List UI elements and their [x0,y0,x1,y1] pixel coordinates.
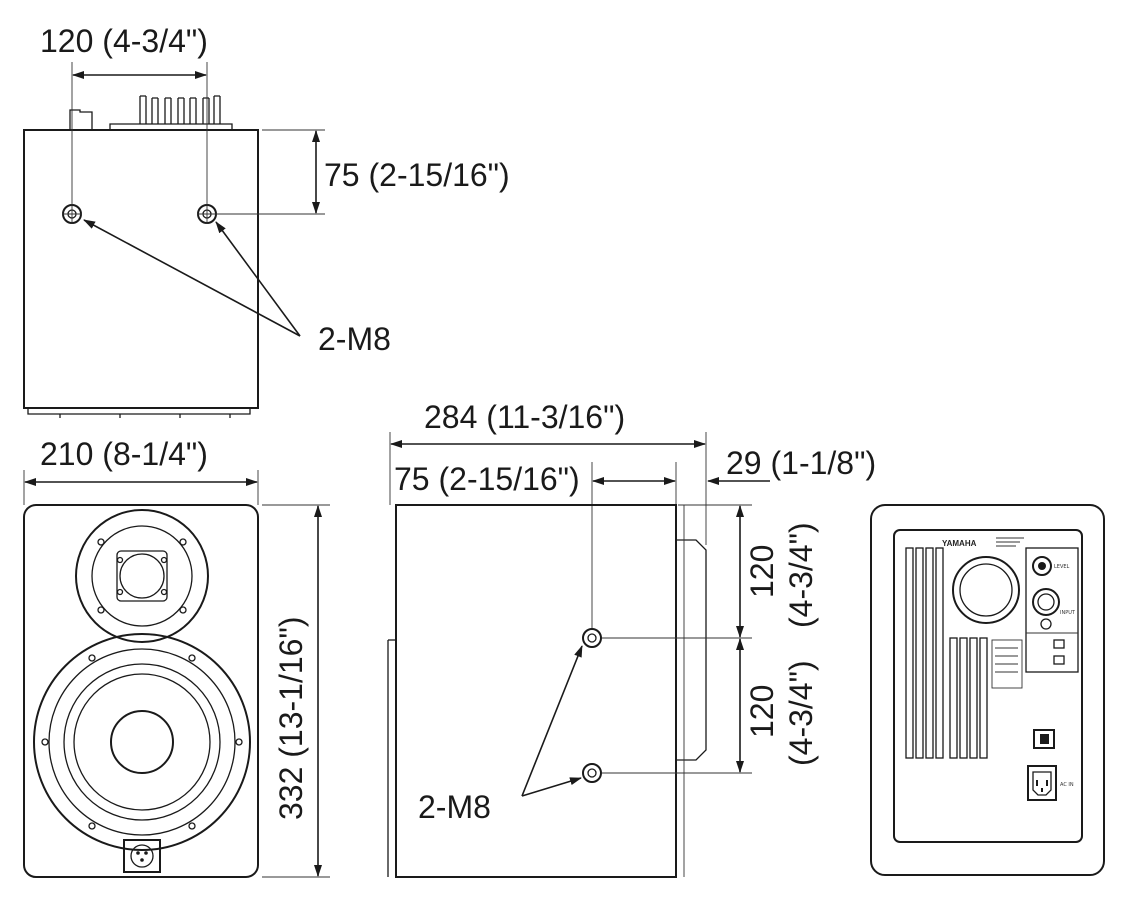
power-switch-icon [1033,729,1055,749]
leader-line [83,219,301,337]
rear-info-block [991,639,1023,689]
rear-brand: YAMAHA [942,539,977,548]
top-width-label: 120 (4-3/4") [40,23,208,59]
side-view: 284 (11-3/16") 75 (2-15/16") 29 (1-1/8")… [387,399,876,878]
top-view-rear-fins [69,95,233,130]
side-screw-label: 2-M8 [418,789,491,825]
screw-hole-icon [582,628,602,648]
top-view-feet [27,408,251,418]
xlr-connector-icon [1032,588,1060,616]
heatsink-fins [905,547,988,759]
rear-view: YAMAHA LEVEL INPUT [870,504,1105,876]
rear-switch [1053,655,1065,665]
tweeter [75,509,209,643]
front-view: 210 (8-1/4") [23,436,330,878]
rear-control-panel [1025,547,1079,673]
top-depth-label: 75 (2-15/16") [324,157,510,193]
side-depth-label: 284 (11-3/16") [424,399,625,435]
front-width-label: 210 (8-1/4") [40,436,208,472]
lower-spacing-mm: 120 [744,685,780,738]
top-screw-label: 2-M8 [318,321,391,357]
upper-spacing-in: (4-3/4") [783,522,819,628]
leader-line [521,777,582,797]
front-view-body [23,504,259,878]
screw-hole-icon [582,763,602,783]
side-view-body [395,504,677,878]
screw-hole-icon [62,204,82,224]
side-rear-panel [676,539,707,761]
lower-spacing-in: (4-3/4") [783,660,819,766]
woofer [33,633,251,851]
rear-panel-plate [893,529,1083,843]
rear-switch [1053,639,1065,649]
top-view: 120 (4-3/4") 75 (2-15/16") 2-M8 [23,23,510,418]
side-offset-label: 75 (2-15/16") [394,461,580,497]
leader-line [215,221,301,337]
ac-inlet-icon [1027,765,1057,801]
top-view-body [23,129,259,409]
screw-hole-icon [197,204,217,224]
rear-view-body [870,504,1105,876]
front-height-label: 332 (13-1/16") [273,617,309,820]
side-rear-label: 29 (1-1/8") [726,445,876,481]
volume-knob-icon [1032,556,1052,576]
rear-level-label: LEVEL [1054,564,1070,570]
xlr-connector-icon [123,839,161,873]
trs-jack [1040,618,1052,630]
leader-line [521,645,583,797]
bass-port [952,556,1020,624]
rear-input-label: INPUT [1060,610,1076,616]
rear-ac-label: AC IN [1060,782,1074,788]
upper-spacing-mm: 120 [744,545,780,598]
